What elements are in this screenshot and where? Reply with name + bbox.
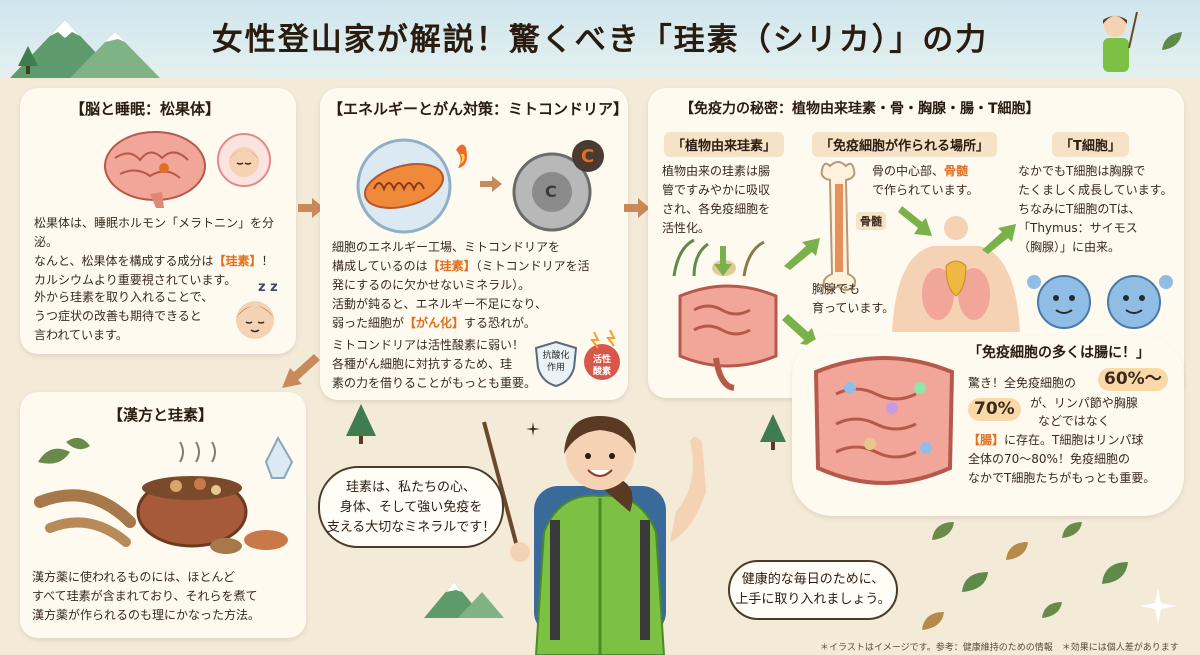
hiker-mini-icon	[1103, 11, 1138, 72]
thymus-text: 胸腺でも 育っています。	[812, 282, 895, 315]
footer-note: ＊イラストはイメージです。参考：健康維持のための情報 ＊効果には個人差があります	[820, 643, 1179, 653]
kampo-card: 【漢方と珪素】 漢方薬に使われるものには、ほとんど すべて珪素が含まれており、そ…	[20, 392, 306, 638]
gut-card: 「免疫細胞の多くは腸に！」 驚き！全免疫細胞の 60%〜 70% が、リンパ節や…	[792, 336, 1184, 516]
herbal-medicine-icon	[34, 435, 294, 554]
radical-label: 活性酸素	[592, 355, 611, 377]
gut-percent-1: 60%〜	[1098, 368, 1168, 391]
sleeping-face-icon	[217, 133, 271, 187]
kampo-card-title: 【漢方と珪素】	[108, 406, 214, 424]
leaf-icon	[922, 612, 944, 630]
brain-card-title: 【脳と睡眠：松果体】	[70, 100, 221, 118]
mountain-left-icon	[10, 20, 160, 78]
leaf-icon	[1062, 522, 1082, 538]
immune-card-title: 【免疫力の秘密：植物由来珪素・骨・胸腺・腸・T細胞】	[680, 101, 1040, 117]
guide-hiker-icon	[482, 416, 706, 655]
sleeping-child-icon	[236, 301, 274, 339]
header-banner: 女性登山家が解説！驚くべき「珪素（シリカ）」の力	[0, 0, 1200, 78]
arrow-up-right-icon	[784, 238, 820, 270]
mitochondria-card: 【エネルギーとがん対策：ミトコンドリア】 C C 細胞のエネルギー工場、ミトコン…	[320, 88, 628, 400]
sparkle-icon	[1140, 588, 1176, 624]
marrow-label: 骨髄	[856, 212, 886, 230]
leaf-icon	[1042, 602, 1062, 618]
leaf-icon	[932, 522, 954, 540]
large-intestine-icon	[813, 356, 955, 485]
mitochondria-text-2: ミトコンドリアは活性酸素に弱い！ 各種がん細胞に対抗するため、珪 素の力を借りる…	[332, 338, 537, 390]
page-title: 女性登山家が解説！驚くべき「珪素（シリカ）」の力	[211, 22, 989, 58]
gut-percent-2: 70%	[968, 398, 1021, 421]
shield-icon	[534, 340, 578, 388]
bone-icon	[820, 161, 857, 291]
arrow-up-right-icon	[982, 224, 1016, 254]
arrow-down-left-icon	[282, 354, 320, 388]
guide-speech-bubble-1: 珪素は、私たちの心、 身体、そして強い免疫を 支える大切なミネラルです！	[318, 466, 504, 548]
brain-text-1: 松果体は、睡眠ホルモン「メラトニン」を分泌。 なんと、松果体を構成する成分は【珪…	[34, 216, 275, 287]
mitochondria-icon	[356, 138, 467, 234]
arrow-right-icon	[298, 198, 324, 218]
gut-title: 「免疫細胞の多くは腸に！」	[968, 345, 1150, 361]
plant-silica-tag: 「植物由来珪素」	[664, 132, 785, 157]
leaf-icon	[1162, 32, 1182, 50]
zz-label: z z	[258, 280, 278, 295]
leaf-icon	[1006, 542, 1028, 560]
cancer-c-label-large: C	[581, 146, 595, 167]
cancer-c-label-small: C	[545, 182, 557, 201]
bone-marrow-text: 骨の中心部、骨髄 で作られています。	[872, 164, 979, 197]
tree-icon	[760, 414, 786, 450]
arrow-down-icon	[714, 246, 732, 276]
brain-icon	[104, 131, 206, 208]
gut-text: 驚き！全免疫細胞の 60%〜 70% が、リンパ節や胸腺 などではなく 【腸】に…	[968, 368, 1182, 488]
tcell-text: なかでもT細胞は胸腺で たくましく成長しています。 ちなみにT細胞のTは、 「T…	[1018, 164, 1173, 254]
arrow-down-right-icon	[898, 206, 932, 236]
cancer-cell-icon	[512, 140, 604, 232]
torso-thymus-icon	[892, 216, 1020, 332]
arrow-down-right-icon	[782, 314, 818, 346]
arrow-right-icon	[624, 198, 650, 218]
leaf-icon	[962, 572, 988, 592]
intestine-icon	[678, 284, 778, 391]
brain-text-2: 外から珪素を取り入れることで、 うつ症状の改善も期待できると 言われています。	[34, 290, 214, 342]
sparkle-icon	[526, 422, 540, 436]
tcell-character-icon	[1027, 275, 1173, 329]
shield-label: 抗酸化作用	[542, 351, 570, 373]
kampo-text: 漢方薬に使われるものには、ほとんど すべて珪素が含まれており、それらを煮て 漢方…	[32, 570, 261, 622]
leaf-icon	[1102, 562, 1128, 584]
tcell-tag: 「T細胞」	[1052, 132, 1129, 157]
mitochondria-text-1: 細胞のエネルギー工場、ミトコンドリアを 構成しているのは【珪素】（ミトコンドリア…	[332, 240, 590, 330]
mountain-small-icon	[424, 582, 504, 618]
radical-icon	[584, 329, 620, 380]
guide-speech-bubble-2: 健康的な毎日のために、 上手に取り入れましょう。	[728, 560, 898, 620]
immune-place-tag: 「免疫細胞が作られる場所」	[812, 132, 998, 157]
tree-icon	[346, 404, 376, 444]
brain-card: 【脳と睡眠：松果体】 松果体は、睡眠ホルモン「メラトニン」を分泌。 なんと、松果…	[20, 88, 296, 354]
plant-silica-text: 植物由来の珪素は腸 管ですみやかに吸収 され、各免疫細胞を 活性化。	[662, 164, 771, 235]
mitochondria-card-title: 【エネルギーとがん対策：ミトコンドリア】	[328, 100, 629, 118]
arrow-right-icon	[480, 176, 502, 192]
